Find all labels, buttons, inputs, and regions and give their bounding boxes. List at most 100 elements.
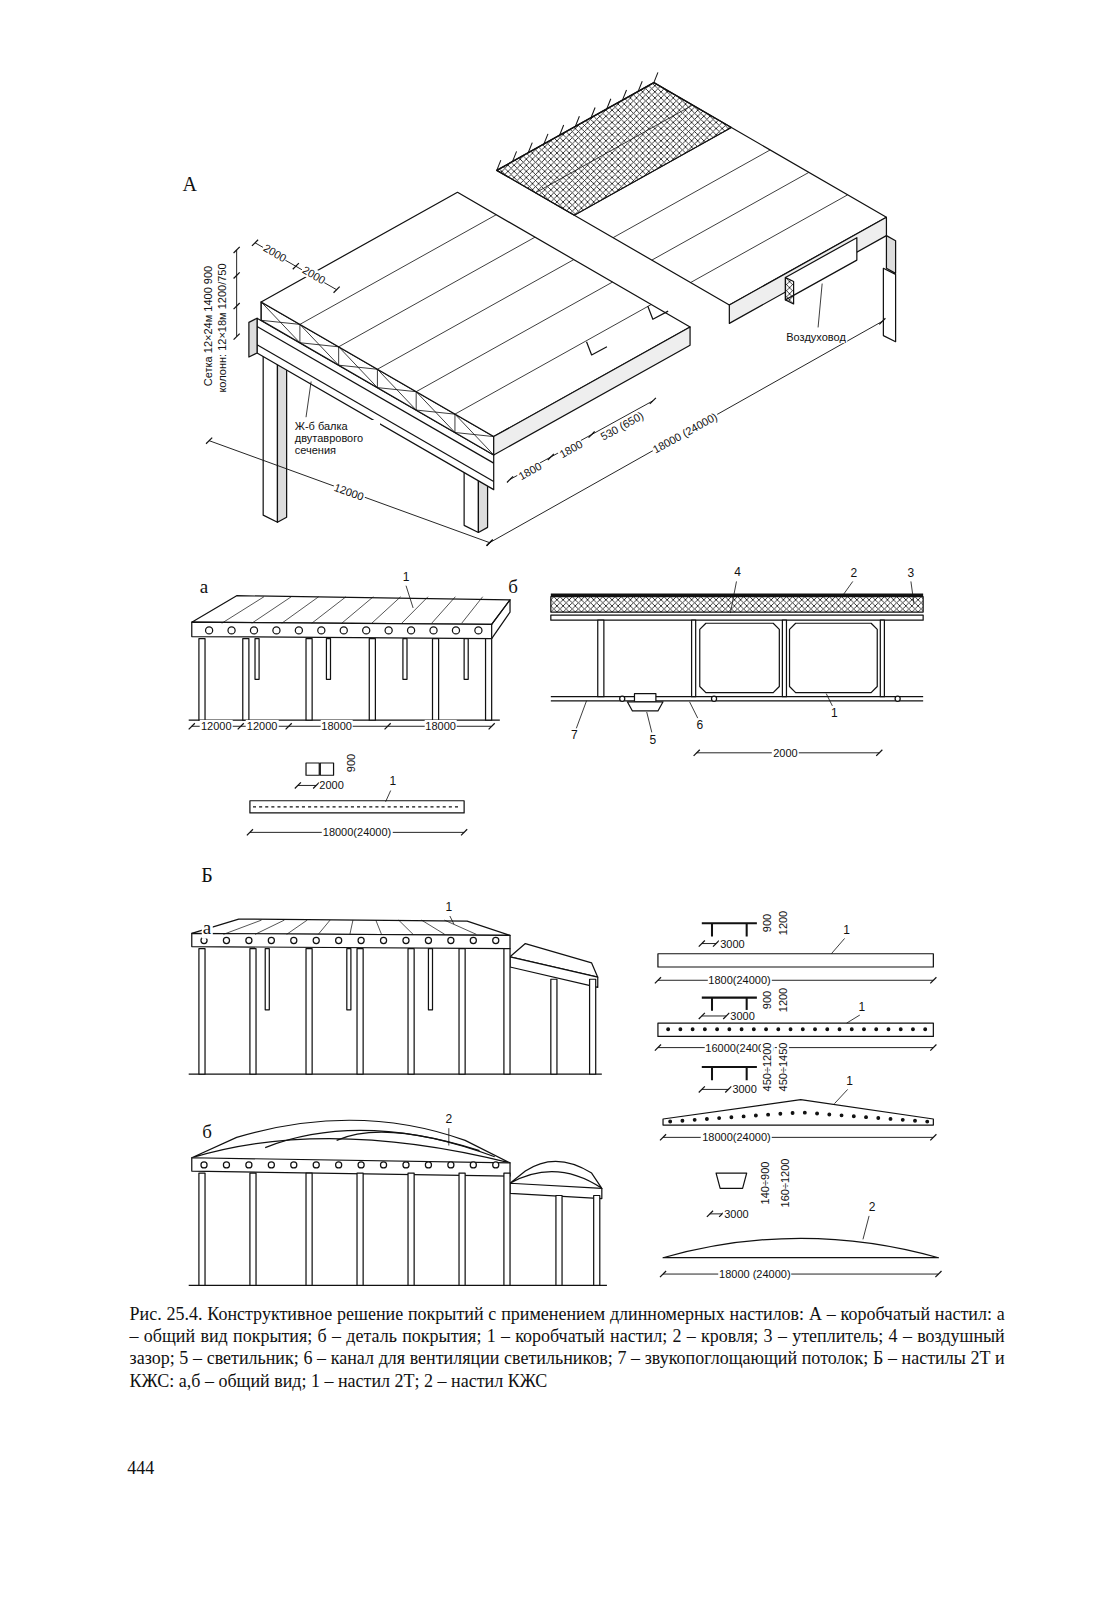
dimension-tick bbox=[660, 1134, 666, 1140]
callout-number: 3 bbox=[907, 568, 916, 581]
dimension-text: колонн: 12×18м 1200/750 bbox=[216, 263, 228, 394]
column bbox=[594, 1196, 600, 1286]
profile-dot bbox=[901, 1118, 904, 1121]
beam-opening bbox=[385, 627, 392, 634]
dimension-text: Воздуховод bbox=[785, 331, 847, 343]
profile-dot bbox=[693, 1119, 696, 1122]
section-letter: А bbox=[181, 173, 197, 195]
callout-number: 2 bbox=[849, 568, 858, 581]
profile-dot bbox=[814, 1028, 817, 1031]
box-web bbox=[299, 324, 300, 342]
dimension-line bbox=[702, 943, 716, 944]
dimension-text: 160÷1200 bbox=[779, 1158, 791, 1209]
profile-dot bbox=[691, 1028, 694, 1031]
callout-number: 1 bbox=[830, 707, 839, 720]
beam-opening bbox=[318, 627, 325, 634]
dimension-text: 18000 bbox=[320, 720, 353, 732]
roof-fastener bbox=[560, 125, 564, 135]
column bbox=[504, 1173, 510, 1285]
column bbox=[265, 949, 269, 1010]
drawing bbox=[551, 593, 923, 596]
beam-opening bbox=[250, 627, 257, 634]
column bbox=[199, 1173, 205, 1285]
dimension-text: 1200 bbox=[777, 910, 789, 936]
beam-opening bbox=[403, 1162, 409, 1168]
deck-joint bbox=[399, 920, 413, 934]
box-web bbox=[261, 320, 300, 324]
drawing bbox=[250, 801, 464, 813]
box-web bbox=[377, 388, 416, 392]
dimension-tick bbox=[234, 303, 240, 309]
column bbox=[347, 949, 351, 1010]
drawing bbox=[658, 954, 933, 967]
deck-joint bbox=[252, 597, 292, 624]
profile-dot bbox=[826, 1028, 829, 1031]
leader-line bbox=[450, 916, 454, 924]
beam-opening bbox=[403, 937, 409, 943]
profile-dot bbox=[765, 1028, 768, 1031]
beam-opening bbox=[340, 627, 347, 634]
profile-dot bbox=[865, 1116, 868, 1119]
drawing bbox=[587, 342, 607, 355]
callout-number: 7 bbox=[570, 730, 579, 743]
box-web bbox=[416, 410, 455, 414]
beam-opening bbox=[273, 627, 280, 634]
drawing bbox=[598, 620, 604, 697]
box-web bbox=[261, 302, 262, 320]
beam-opening bbox=[470, 937, 476, 943]
beam-opening bbox=[223, 1162, 229, 1168]
deck-joint bbox=[287, 920, 308, 934]
profile-dot bbox=[816, 1112, 819, 1115]
profile-dot bbox=[681, 1119, 684, 1122]
deck-joint bbox=[372, 597, 401, 624]
dimension-tick bbox=[699, 940, 705, 946]
panel-joint bbox=[455, 304, 651, 414]
dimension-text: 2000 bbox=[261, 241, 290, 265]
column bbox=[306, 949, 312, 1074]
profile-dot bbox=[779, 1112, 782, 1115]
dimension-text: 2000 bbox=[772, 747, 798, 759]
drawing bbox=[497, 83, 887, 305]
dimension-tick bbox=[930, 977, 936, 983]
drawing bbox=[320, 763, 333, 775]
box-web bbox=[455, 414, 494, 455]
dimension-tick bbox=[655, 977, 661, 983]
building-kzhs-deck bbox=[189, 1120, 607, 1285]
drawing bbox=[711, 696, 716, 701]
column bbox=[255, 639, 259, 680]
dimension-tick bbox=[507, 476, 513, 482]
dimension-text: 900 bbox=[761, 913, 773, 933]
beam-opening bbox=[363, 627, 370, 634]
beam-opening bbox=[268, 937, 274, 943]
beam-opening bbox=[380, 1162, 386, 1168]
beam-opening bbox=[268, 1162, 274, 1168]
beam-opening bbox=[246, 937, 252, 943]
drawing bbox=[880, 620, 884, 697]
drawing bbox=[883, 268, 895, 341]
callout-number: 6 bbox=[695, 720, 704, 733]
column bbox=[199, 639, 205, 721]
column bbox=[369, 639, 375, 721]
section-letter: б bbox=[201, 1122, 213, 1143]
drawing bbox=[790, 623, 878, 692]
column bbox=[199, 949, 205, 1074]
dimension-text: 450÷1200 bbox=[761, 1042, 773, 1093]
leader-line bbox=[843, 581, 853, 595]
drawing bbox=[263, 337, 277, 523]
dimension-text: 1800 bbox=[557, 437, 586, 460]
column bbox=[486, 639, 492, 721]
dimension-text: 3000 bbox=[723, 1208, 749, 1220]
column bbox=[459, 949, 465, 1074]
box-web bbox=[454, 414, 455, 432]
beam-opening bbox=[358, 937, 364, 943]
beam-opening bbox=[295, 627, 302, 634]
beam-opening bbox=[313, 937, 319, 943]
dimension-text: 2000 bbox=[300, 264, 329, 288]
box-web bbox=[300, 324, 339, 365]
leader-line bbox=[690, 702, 698, 718]
drawing bbox=[551, 696, 923, 697]
dimension-text: 12000 bbox=[200, 720, 233, 732]
dimension-text: 18000(24000) bbox=[701, 1131, 772, 1143]
deck-section-detail bbox=[551, 595, 923, 711]
